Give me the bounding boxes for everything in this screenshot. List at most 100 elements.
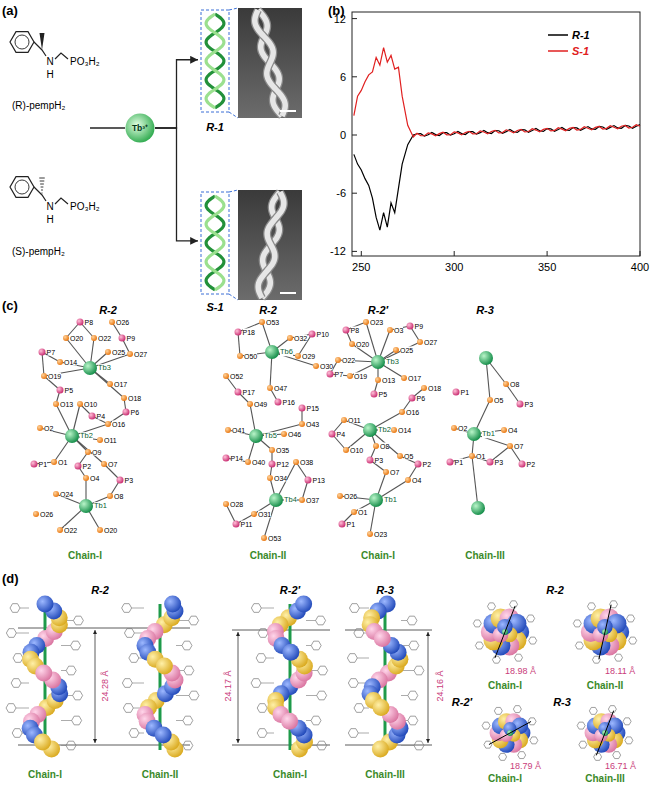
axis-tick: 350 <box>538 262 556 273</box>
dimension-bracket <box>18 628 432 745</box>
atom <box>329 431 336 438</box>
space-fill-sphere <box>373 699 390 716</box>
node-label: R-1 <box>206 121 224 134</box>
phenyl-ring <box>475 642 483 649</box>
atom <box>293 459 299 465</box>
atom <box>251 511 257 517</box>
phenyl-ring <box>13 654 23 663</box>
wedge-bond <box>40 33 45 50</box>
phenyl-ring <box>71 641 81 650</box>
atom <box>373 443 379 449</box>
atom-label: O32 <box>294 335 307 342</box>
atom-label: O38 <box>300 459 313 466</box>
atom-label: O19 <box>48 373 61 380</box>
ligand-stick <box>306 620 316 621</box>
atom <box>371 355 385 369</box>
phenyl-ring <box>257 704 267 713</box>
atom-label: P5 <box>65 387 74 394</box>
phenyl-ring <box>354 704 364 713</box>
atom-label: P7 <box>47 349 56 356</box>
hash-bond <box>41 190 43 191</box>
phenyl-ring <box>182 641 192 650</box>
atom <box>51 459 57 465</box>
atom <box>233 521 240 528</box>
atom <box>503 381 509 387</box>
atom <box>471 501 485 515</box>
atom <box>267 475 273 481</box>
atom-label: O11 <box>348 417 361 424</box>
sphere <box>126 114 155 143</box>
atom <box>223 373 229 379</box>
structure-title: R-3 <box>553 697 571 708</box>
legend-text: R-1 <box>572 30 590 41</box>
atom-label: P14 <box>231 455 243 462</box>
structure-title: R-2 <box>99 305 117 316</box>
atom-label: P8 <box>351 327 360 334</box>
tick-marks <box>352 19 640 256</box>
phenyl-ring <box>6 704 16 713</box>
ligand-stick <box>401 620 407 621</box>
atom-label: O22 <box>98 335 111 342</box>
phenyl-ring <box>414 666 424 675</box>
atom <box>235 329 242 336</box>
zoom-line <box>229 190 238 192</box>
phenyl-ring <box>184 666 194 675</box>
atom <box>57 387 64 394</box>
phenyl-ring <box>256 654 266 663</box>
reaction-arrow <box>155 60 198 128</box>
atom-label: O25 <box>400 347 413 354</box>
reaction-arrow <box>155 128 198 241</box>
ligand-stick <box>359 608 369 609</box>
atom <box>507 443 513 449</box>
atom-label: O27 <box>424 339 437 346</box>
phenyl-ring <box>6 629 16 638</box>
atom-label: P9 <box>415 323 424 330</box>
dimension-label: 18.79 Å <box>510 762 541 771</box>
atom <box>299 497 305 503</box>
atom <box>117 477 124 484</box>
dimension-label: 24.28 Å <box>101 670 110 701</box>
atom <box>295 353 301 359</box>
atom <box>79 499 93 513</box>
atom <box>97 437 103 443</box>
atom-label: O23 <box>374 531 387 538</box>
space-fill-sphere <box>295 596 312 613</box>
hash-bond <box>39 178 45 179</box>
atom-label: P1 <box>461 389 470 396</box>
atom <box>421 385 427 391</box>
atom <box>405 477 411 483</box>
axis-tick: 300 <box>445 262 463 273</box>
phenyl-ring <box>530 737 538 744</box>
atom <box>309 331 316 338</box>
node-label: Tb³⁺ <box>132 123 148 133</box>
atom <box>105 349 111 355</box>
atom-label: P3 <box>375 457 384 464</box>
atom <box>223 455 230 462</box>
bond <box>42 352 44 376</box>
phenyl-ring <box>347 654 357 663</box>
phenyl-ring <box>183 716 193 725</box>
structure-title: R-2′ <box>280 585 300 596</box>
dimension-label: 24.16 Å <box>436 670 445 701</box>
atom-label: O16 <box>112 421 125 428</box>
atom-label: O2 <box>458 425 467 432</box>
atom <box>415 461 422 468</box>
atom-label: P1 <box>39 461 48 468</box>
atom <box>343 447 349 453</box>
atom-label: O49 <box>254 401 267 408</box>
atom-label: O27 <box>134 351 147 358</box>
phenyl-ring <box>414 741 424 750</box>
atom-label: Tb1 <box>384 496 397 504</box>
phenyl-ring <box>408 716 418 725</box>
zoom-line <box>229 112 238 118</box>
atom-label: O40 <box>252 459 265 466</box>
ligand-stick <box>401 745 414 746</box>
phenyl-ring <box>66 666 76 675</box>
phenyl-ring <box>10 604 20 613</box>
ligand-stick <box>61 720 72 721</box>
atom-label: O9 <box>92 449 101 456</box>
atom <box>105 421 111 427</box>
phenyl-ring <box>494 707 502 714</box>
phenyl-ring <box>189 691 199 700</box>
atom <box>519 461 526 468</box>
